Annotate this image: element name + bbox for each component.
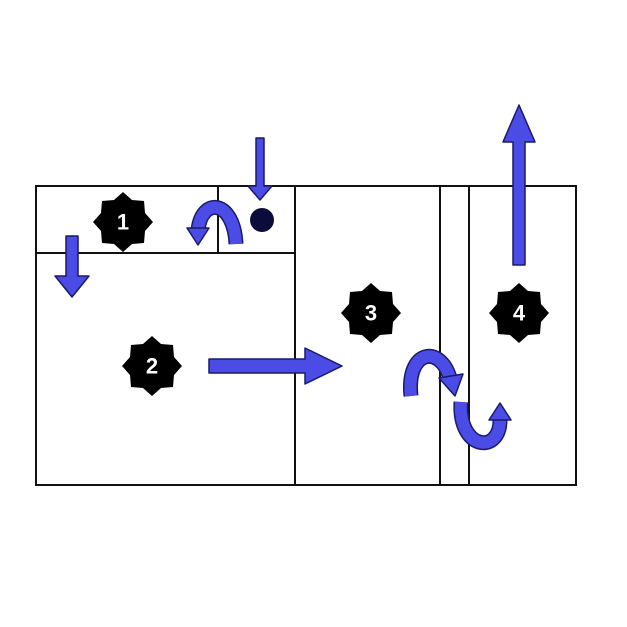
step-marker-3: 3 [341, 283, 401, 343]
curved-arrow-top-icon [186, 199, 244, 246]
arrow-down-left-icon [54, 235, 90, 298]
step-label: 3 [365, 301, 377, 326]
arrow-up-icon [502, 104, 536, 266]
star-icon [122, 336, 182, 396]
step-label: 1 [117, 210, 129, 235]
curved-arrow-mid-icon [403, 348, 464, 397]
arrow-right-icon [208, 347, 343, 385]
step-marker-2: 2 [122, 336, 182, 396]
curved-arrow-bottom-icon [453, 401, 512, 451]
arrow-down-top-icon [247, 137, 273, 201]
star-icon [93, 192, 153, 252]
dot-icon [250, 208, 274, 232]
outer-box [35, 185, 577, 486]
step-marker-1: 1 [93, 192, 153, 252]
step-marker-4: 4 [489, 283, 549, 343]
star-icon [341, 283, 401, 343]
star-icon [489, 283, 549, 343]
step-label: 2 [146, 354, 158, 379]
step-label: 4 [513, 301, 526, 326]
